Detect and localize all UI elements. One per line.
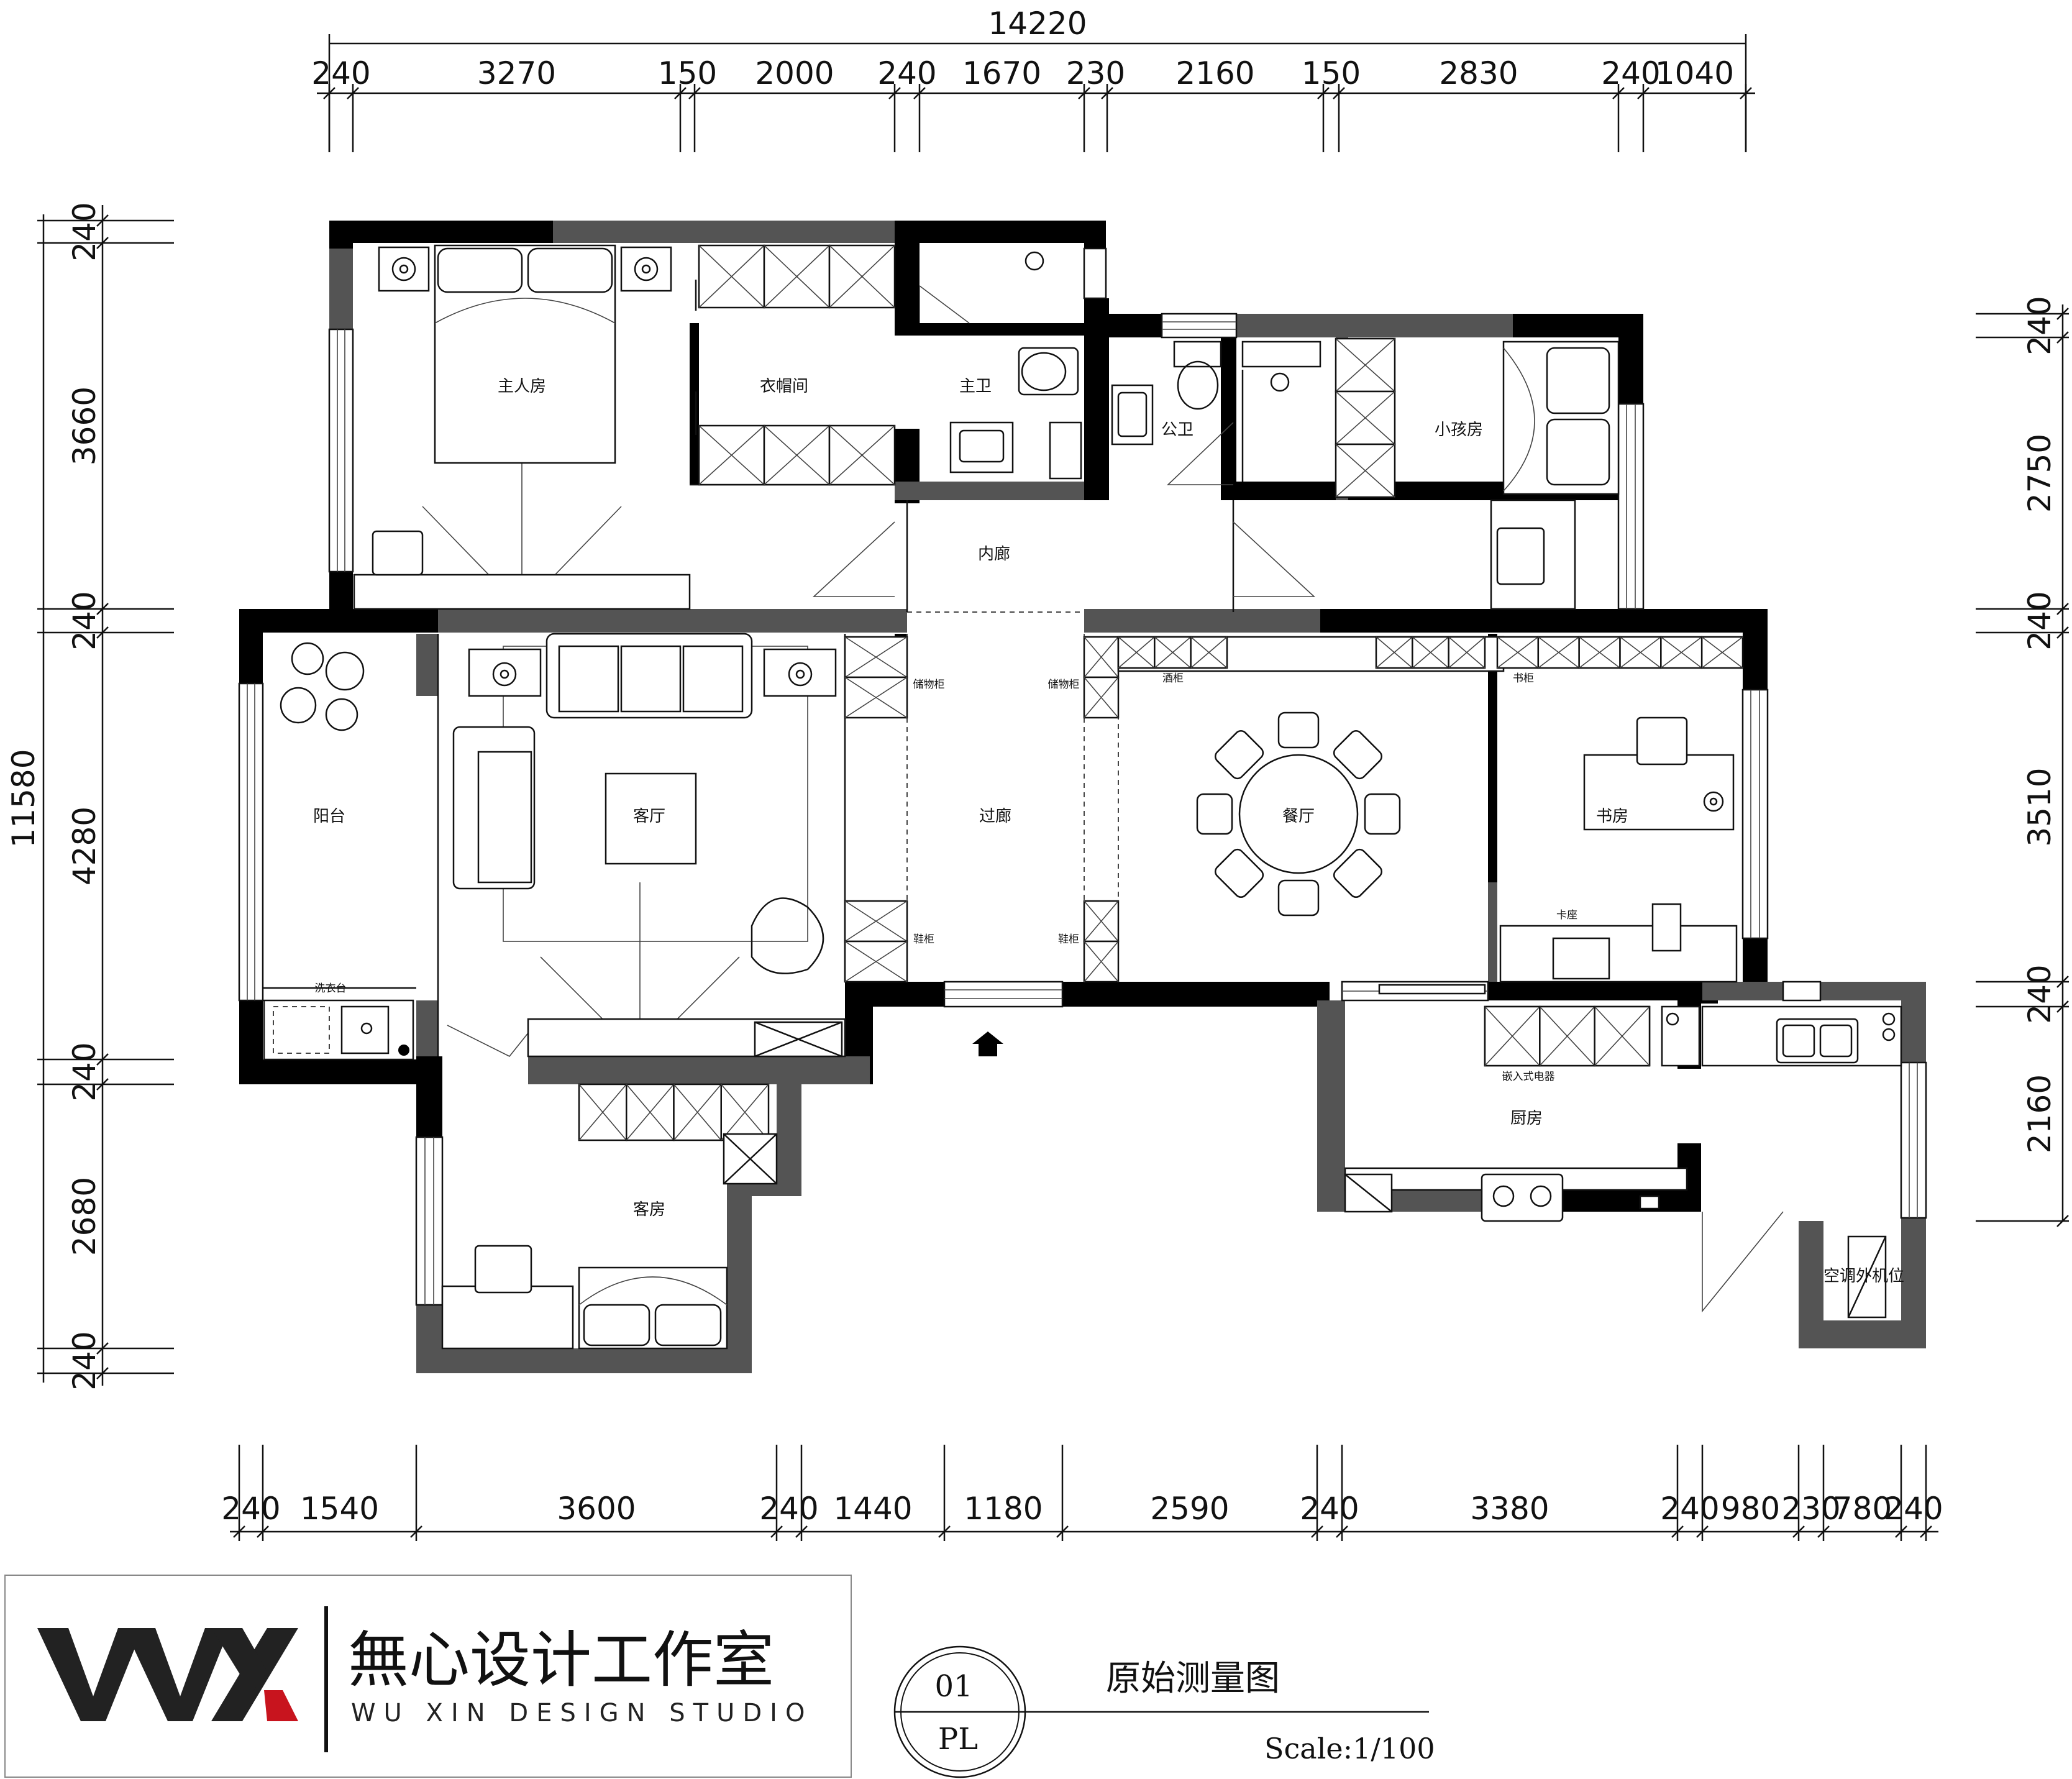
- room-label-dining: 餐厅: [1282, 807, 1315, 826]
- label-ac-unit: 空调外机位: [1823, 1267, 1904, 1286]
- dim-top-9: 2830: [1439, 55, 1518, 91]
- dim-bottom-0: 240: [221, 1491, 280, 1527]
- room-label-kitchen: 厨房: [1510, 1109, 1543, 1128]
- drawing-title-block: 01 PL 原始测量图 Scale:1/100: [893, 1645, 1435, 1778]
- furniture: [263, 244, 1902, 1350]
- room-label-inner-corridor: 内廊: [978, 545, 1010, 564]
- dim-right-0: 240: [2022, 296, 2058, 355]
- dim-left-6: 240: [66, 1331, 103, 1390]
- label-laundry: 洗衣台: [315, 982, 347, 995]
- dim-left-0: 240: [66, 202, 103, 261]
- label-storage-right: 储物柜: [1048, 679, 1080, 691]
- drawing-scale: Scale:1/100: [1264, 1732, 1435, 1765]
- dim-bottom-12: 780: [1833, 1491, 1892, 1527]
- dim-right-4: 240: [2022, 964, 2058, 1023]
- room-label-master-bedroom: 主人房: [498, 377, 546, 396]
- dimension-lines: 14220 240 3270 150 2000 240 1670 230 2160 150 283…: [6, 6, 2069, 1541]
- dim-left-2: 240: [66, 591, 103, 650]
- dim-left-total: 11580: [6, 749, 42, 848]
- room-label-master-bath: 主卫: [959, 377, 992, 396]
- label-storage-left: 储物柜: [913, 679, 945, 691]
- dim-bottom-6: 2590: [1150, 1491, 1229, 1527]
- dim-bottom-2: 3600: [557, 1491, 636, 1527]
- dim-right-5: 2160: [2022, 1074, 2058, 1153]
- drawing-number: 01: [934, 1669, 972, 1704]
- room-label-corridor: 过廊: [979, 807, 1011, 826]
- dim-bottom-10: 980: [1721, 1491, 1780, 1527]
- dim-top-10: 240: [1601, 55, 1660, 91]
- room-label-walkin-closet: 衣帽间: [760, 377, 808, 396]
- sheet-code: PL: [938, 1722, 978, 1757]
- label-wine-cabinet: 酒柜: [1162, 672, 1184, 685]
- dim-top-6: 230: [1066, 55, 1125, 91]
- dim-top-5: 1670: [962, 55, 1041, 91]
- dim-bottom-3: 240: [759, 1491, 818, 1527]
- dim-top-2: 150: [658, 55, 717, 91]
- dim-left-3: 4280: [66, 807, 103, 885]
- dim-bottom-8: 3380: [1470, 1491, 1549, 1527]
- room-label-living: 客厅: [633, 807, 665, 826]
- dim-bottom-11: 230: [1781, 1491, 1840, 1527]
- label-appliance: 嵌入式电器: [1502, 1071, 1555, 1083]
- dim-left-4: 240: [66, 1042, 103, 1101]
- dim-top-1: 3270: [477, 55, 556, 91]
- dim-left-5: 2680: [66, 1177, 103, 1256]
- dim-bottom-9: 240: [1660, 1491, 1719, 1527]
- dim-bottom-4: 1440: [833, 1491, 912, 1527]
- dim-bottom-1: 1540: [300, 1491, 379, 1527]
- dim-top-4: 240: [877, 55, 936, 91]
- dim-right-2: 240: [2022, 591, 2058, 650]
- dim-top-11: 1040: [1655, 55, 1734, 91]
- dim-right-3: 3510: [2022, 767, 2058, 846]
- room-labels: 主人房 衣帽间 主卫 公卫 小孩房 内廊 过廊 客厅 阳台 餐厅 书房 厨房 客…: [313, 377, 1904, 1286]
- dim-left-1: 3660: [66, 386, 103, 465]
- dim-bottom-13: 240: [1884, 1491, 1943, 1527]
- dim-top-3: 2000: [755, 55, 834, 91]
- windows: [238, 247, 1927, 1306]
- dim-top-total: 14220: [988, 6, 1087, 42]
- studio-logo-block: 無心设计工作室 WU XIN DESIGN STUDIO: [4, 1575, 852, 1778]
- dim-right-1: 2750: [2022, 434, 2058, 513]
- room-label-guest-room: 客房: [633, 1200, 665, 1219]
- dim-top-7: 2160: [1175, 55, 1254, 91]
- label-shoe-right: 鞋柜: [1058, 933, 1079, 946]
- studio-name-cn: 無心设计工作室: [348, 1625, 774, 1696]
- label-booth: 卡座: [1556, 909, 1577, 922]
- studio-logo-mark: [37, 1628, 298, 1721]
- label-bookcase: 书柜: [1513, 672, 1534, 685]
- room-label-study: 书房: [1596, 807, 1628, 826]
- dim-top-0: 240: [311, 55, 370, 91]
- studio-name-en: WU XIN DESIGN STUDIO: [351, 1699, 813, 1727]
- room-label-public-bath: 公卫: [1161, 421, 1193, 439]
- dim-bottom-7: 240: [1300, 1491, 1359, 1527]
- drawing-title: 原始测量图: [1106, 1658, 1280, 1699]
- dim-bottom-5: 1180: [964, 1491, 1043, 1527]
- room-label-balcony: 阳台: [313, 807, 345, 826]
- label-shoe-left: 鞋柜: [913, 933, 934, 946]
- dim-top-8: 150: [1302, 55, 1361, 91]
- room-label-kids-room: 小孩房: [1435, 421, 1483, 439]
